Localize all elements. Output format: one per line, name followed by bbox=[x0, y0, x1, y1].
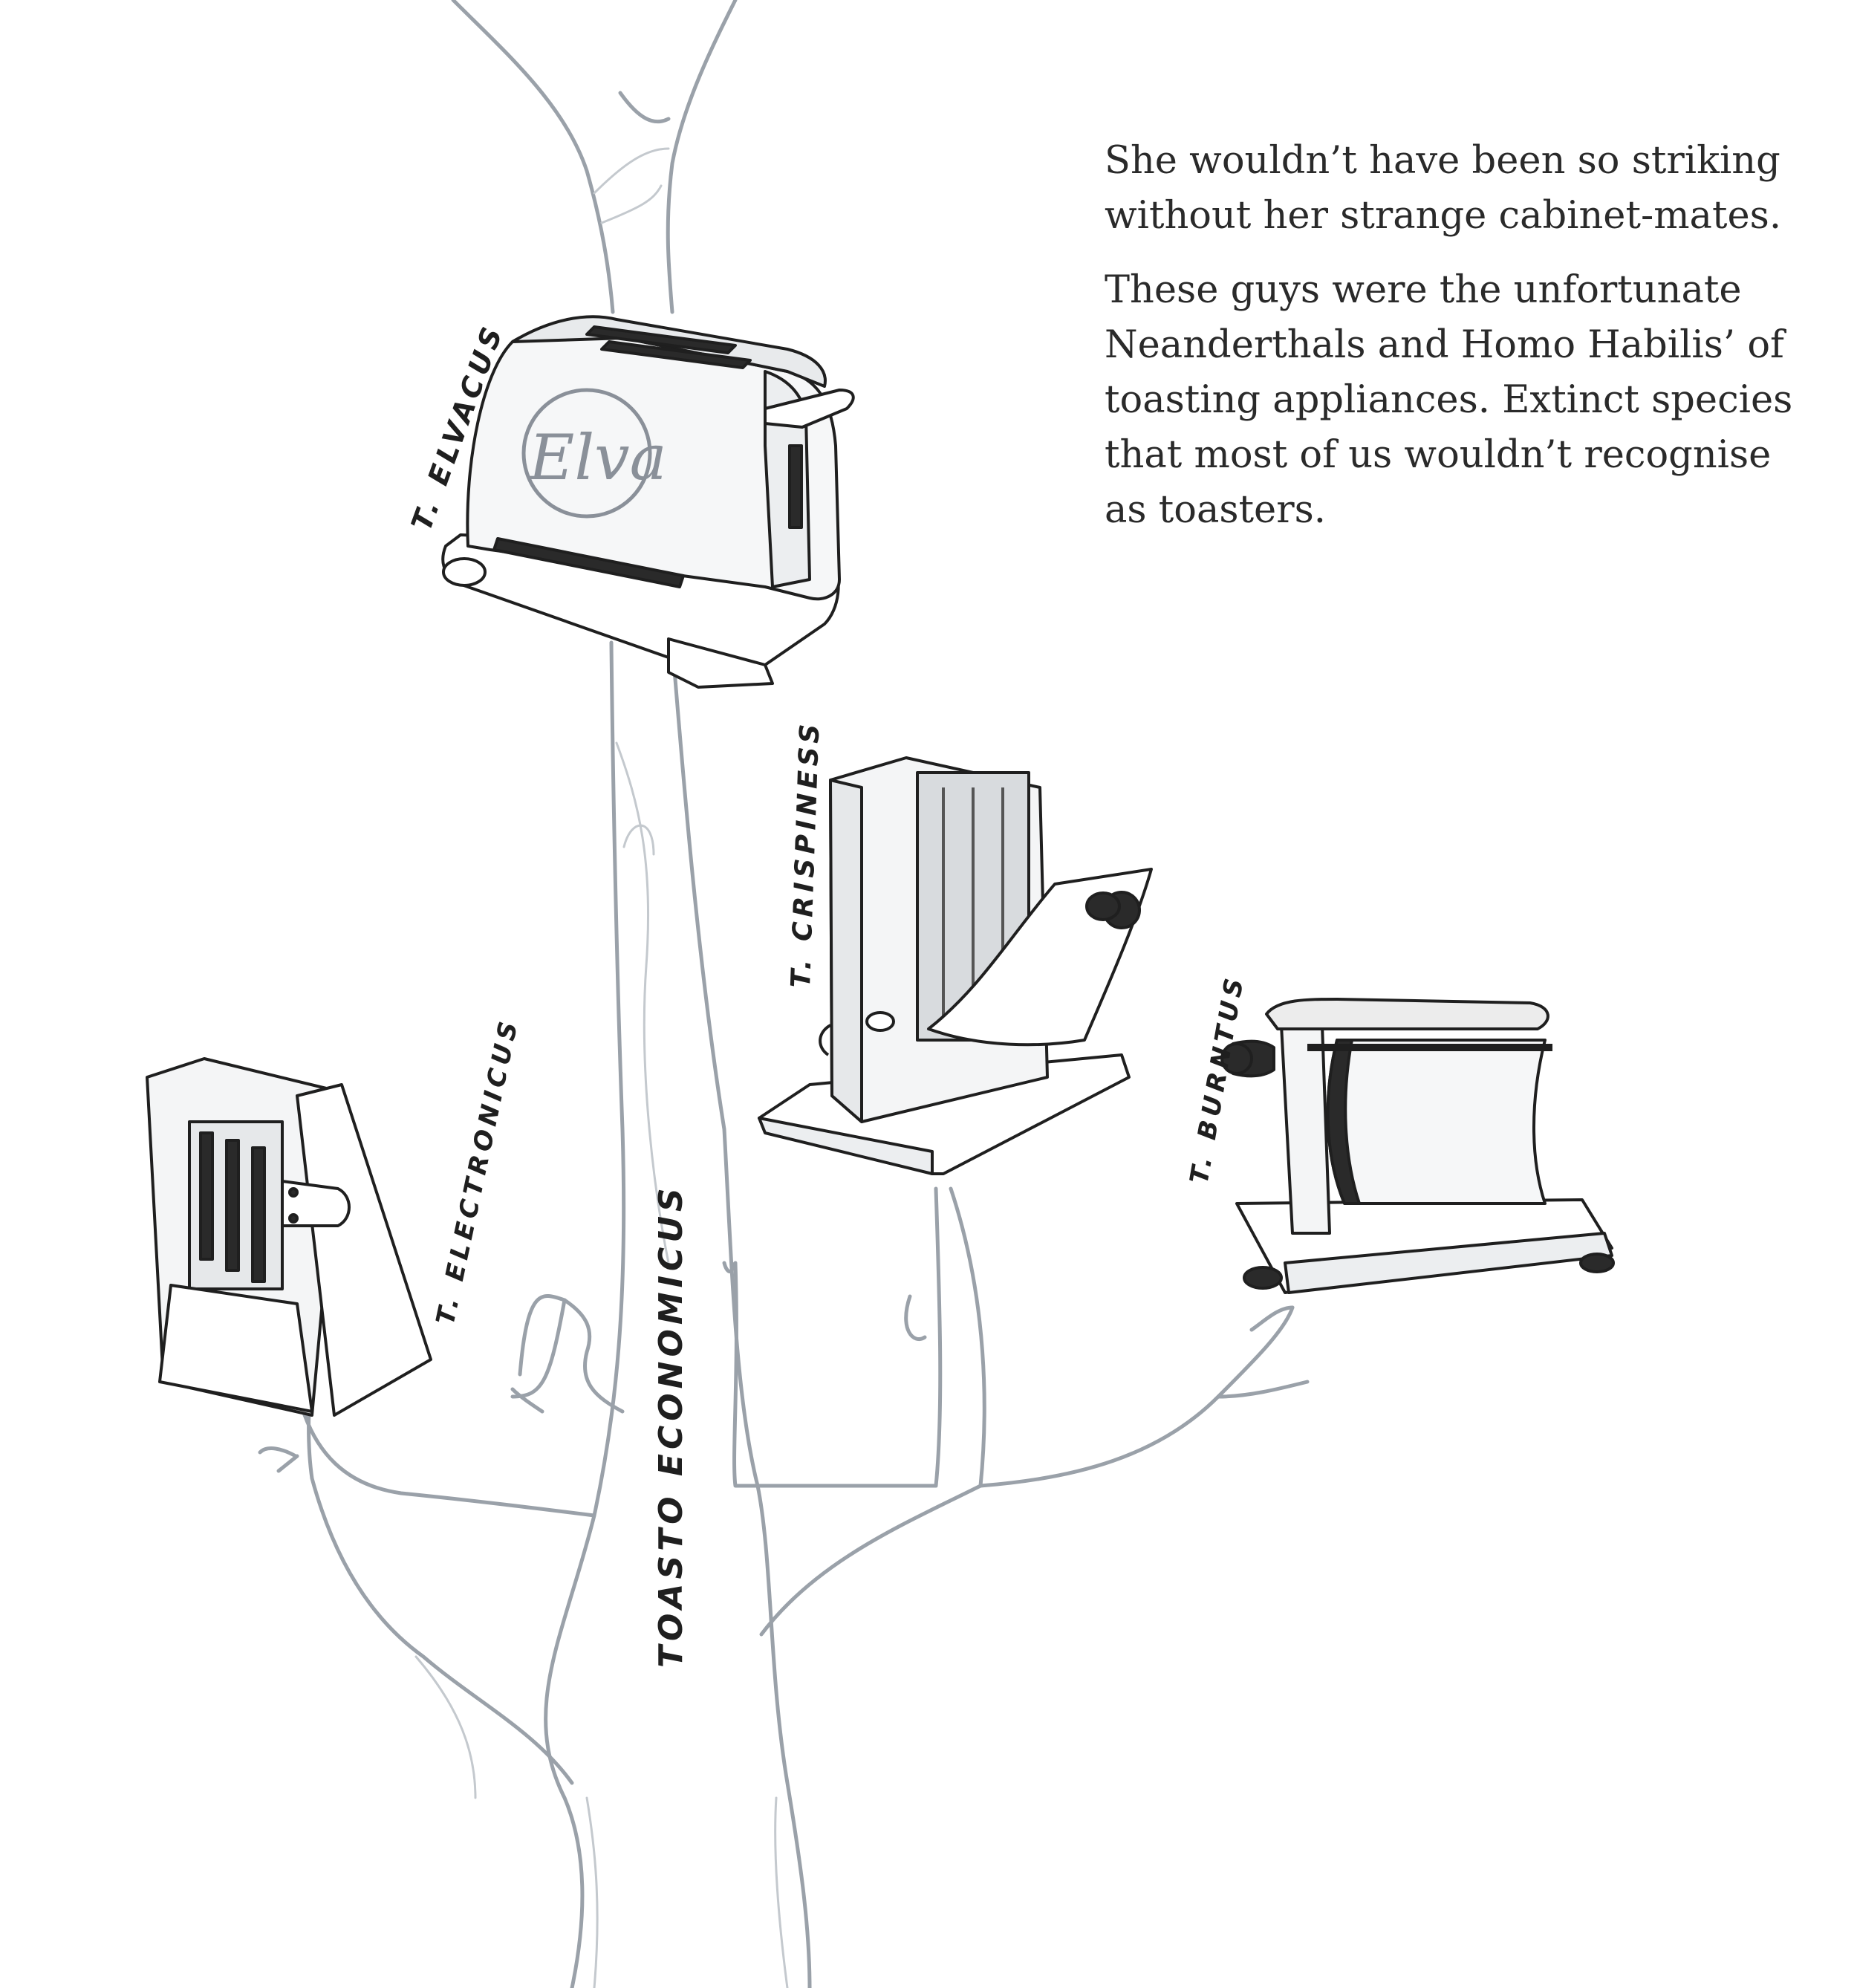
crispiness-button bbox=[865, 1011, 895, 1032]
tree-twig-right bbox=[904, 1294, 927, 1341]
tree-twig-left bbox=[258, 1446, 298, 1458]
burntus-foot-left bbox=[1243, 1266, 1283, 1290]
tree bbox=[258, 0, 1310, 1988]
toaster-electronicus bbox=[146, 1057, 432, 1417]
burntus-top bbox=[1265, 998, 1549, 1030]
tree-branch-far-right bbox=[978, 1305, 1295, 1488]
crispiness-cabinet-side bbox=[829, 779, 863, 1123]
electronicus-hinge bbox=[281, 1180, 351, 1227]
elvacus-foot-left bbox=[442, 557, 487, 587]
toaster-burntus bbox=[1220, 998, 1615, 1294]
tree-branch-right-lower bbox=[759, 1186, 986, 1637]
narration-paragraph-2: These guys were the unfortunate Neandert… bbox=[1105, 268, 1793, 532]
elvacus-slot-1 bbox=[585, 325, 737, 354]
tree-trunk-left bbox=[544, 640, 626, 1988]
burntus-drum bbox=[1326, 1039, 1547, 1205]
burntus-base-front bbox=[1284, 1232, 1613, 1294]
elvacus-logo-circle bbox=[521, 388, 652, 519]
label-electronicus: T. ELECTRONICUS bbox=[431, 1015, 525, 1328]
tree-branch-lower-left-bottom bbox=[307, 1350, 574, 1785]
electronicus-side bbox=[296, 1083, 432, 1417]
label-burntus: T. BURNTUS bbox=[1184, 972, 1250, 1186]
elvacus-front-slot bbox=[492, 537, 685, 588]
tree-twig-mid-left bbox=[510, 1298, 567, 1399]
electronicus-slot-1 bbox=[199, 1131, 214, 1261]
elvacus-lever-slot bbox=[788, 444, 803, 529]
tree-branch-right-upper bbox=[732, 1186, 943, 1488]
toaster-crispiness bbox=[758, 756, 1153, 1175]
tree-branch-mid-left bbox=[518, 1293, 625, 1414]
electronicus-slot-3 bbox=[251, 1146, 266, 1283]
tree-twig-mid-left-2 bbox=[510, 1387, 544, 1414]
tree-top-left-branch bbox=[451, 0, 615, 314]
elvacus-lever bbox=[764, 389, 855, 429]
narration-paragraph-1: She wouldn’t have been so striking witho… bbox=[1105, 139, 1782, 238]
tree-twig-right-2 bbox=[722, 1261, 735, 1273]
tree-top-inner bbox=[618, 91, 671, 124]
tree-branch-far-right-2 bbox=[1216, 1380, 1310, 1399]
toaster-elvacus bbox=[441, 315, 855, 689]
label-trunk: TOASTO ECONOMICUS bbox=[652, 1183, 690, 1668]
tree-twig-far-right bbox=[1249, 1305, 1295, 1332]
tree-trunk-right bbox=[670, 640, 812, 1988]
elvacus-logo-text: Elva bbox=[527, 421, 667, 494]
crispiness-wire bbox=[819, 1024, 832, 1056]
elvacus-foot-right bbox=[667, 637, 774, 689]
burntus-drum-shadow bbox=[1326, 1039, 1361, 1205]
crispiness-base-front bbox=[758, 1117, 934, 1175]
label-crispiness: T. CRISPINESS bbox=[786, 719, 826, 988]
electronicus-slot-2 bbox=[225, 1139, 240, 1272]
burntus-foot-right bbox=[1579, 1253, 1615, 1273]
tree-texture bbox=[414, 147, 789, 1988]
tree-top-right-branch bbox=[666, 0, 738, 314]
narration-text: She wouldn’t have been so striking witho… bbox=[1105, 134, 1803, 557]
tree-twig-left-2 bbox=[276, 1454, 299, 1473]
electronicus-door bbox=[158, 1284, 313, 1413]
elvacus-slot-2 bbox=[600, 340, 752, 369]
